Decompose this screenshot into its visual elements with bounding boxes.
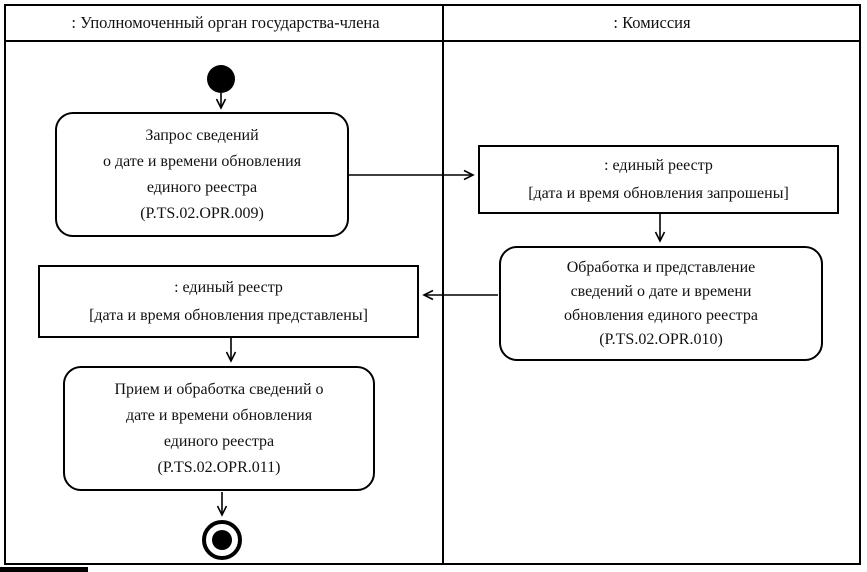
scan-artifact-bar: [0, 567, 88, 572]
swimlane-header-authorized-body: : Уполномоченный орган государства-члена: [71, 13, 380, 32]
activity-opr-010: Обработка и представление сведений о дат…: [499, 246, 823, 361]
swimlane-divider: [442, 4, 444, 563]
object-registry-requested: : единый реестр [дата и время обновления…: [478, 145, 839, 214]
activity-text-line: дате и времени обновления: [125, 406, 313, 424]
object-registry-provided: : единый реестр [дата и время обновления…: [38, 265, 419, 338]
activity-text-line: обновления единого реестра: [564, 306, 758, 324]
activity-opr-011: Прием и обработка сведений о дате и врем…: [63, 366, 375, 491]
object-state: [дата и время обновления запрошены]: [528, 184, 789, 202]
activity-text-line: единого реестра: [146, 178, 258, 196]
activity-code-line: (P.TS.02.OPR.010): [599, 330, 723, 348]
initial-node: [207, 65, 235, 93]
object-state: [дата и время обновления представлены]: [89, 306, 368, 324]
swimlane-header-row: : Уполномоченный орган государства-члена…: [4, 4, 861, 42]
object-name: : единый реестр: [604, 156, 713, 174]
activity-text-line: сведений о дате и времени: [570, 282, 752, 300]
swimlane-header-commission: : Комиссия: [613, 13, 691, 32]
object-name: : единый реестр: [174, 278, 283, 296]
activity-text-line: Запрос сведений: [145, 126, 259, 144]
activity-text-line: Прием и обработка сведений о: [114, 380, 324, 398]
final-node: [202, 520, 242, 560]
activity-code-line: (P.TS.02.OPR.011): [157, 458, 281, 476]
final-node-inner: [212, 530, 232, 550]
activity-text-line: о дате и времени обновления: [102, 152, 302, 170]
activity-text-line: единого реестра: [163, 432, 275, 450]
activity-text-line: Обработка и представление: [566, 258, 756, 276]
activity-code-line: (P.TS.02.OPR.009): [140, 204, 264, 222]
activity-opr-009: Запрос сведений о дате и времени обновле…: [55, 112, 349, 237]
